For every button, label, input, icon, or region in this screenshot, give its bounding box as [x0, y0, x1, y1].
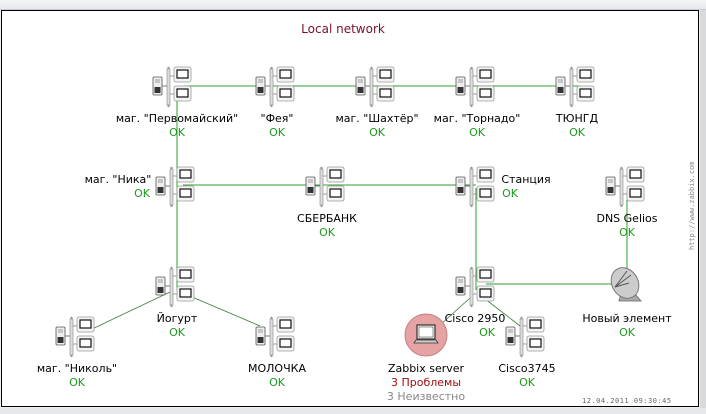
switch-icon[interactable] [55, 314, 95, 360]
node-status: OK [134, 187, 150, 200]
node-status: OK [619, 226, 635, 239]
switch-icon[interactable] [355, 64, 395, 110]
node-label: "Фея" [260, 112, 294, 125]
switch-icon[interactable] [152, 64, 192, 110]
map-timestamp: 12.04.2011 09:30:45 [582, 397, 672, 405]
node-label: Станция [501, 173, 551, 186]
switch-icon[interactable] [455, 64, 495, 110]
node-label: Йогурт [156, 312, 198, 325]
window-bottom-bar [0, 408, 706, 414]
node-label: Новый элемент [582, 312, 672, 325]
node-label: DNS Gelios [596, 212, 658, 225]
scrollbar[interactable] [700, 10, 706, 408]
switch-icon[interactable] [455, 164, 495, 210]
node-label: маг. "Николь" [36, 362, 118, 375]
node-status: OK [469, 126, 485, 139]
window-top-bar [0, 0, 706, 10]
node-status: OK [319, 226, 335, 239]
switch-icon[interactable] [505, 314, 545, 360]
switch-icon[interactable] [255, 64, 295, 110]
node-status: OK [569, 126, 585, 139]
node-status: OK [269, 126, 285, 139]
node-status: OK [69, 376, 85, 389]
node-status: OK [169, 326, 185, 339]
switch-icon[interactable] [455, 264, 495, 310]
node-status: OK [169, 126, 185, 139]
node-label: ТЮНГД [555, 112, 599, 125]
node-status: OK [519, 376, 535, 389]
node-label: Zabbix server [387, 362, 465, 375]
node-status: OK [502, 187, 518, 200]
node-status: OK [619, 326, 635, 339]
switch-icon[interactable] [605, 164, 645, 210]
node-status: OK [479, 326, 495, 339]
node-status: 3 Проблемы [390, 376, 462, 389]
node-label: маг. "Торнадо" [433, 112, 521, 125]
node-status: OK [269, 376, 285, 389]
switch-icon[interactable] [305, 164, 345, 210]
node-status: OK [369, 126, 385, 139]
switch-icon[interactable] [255, 314, 295, 360]
node-label: Cisco3745 [498, 362, 556, 375]
switch-icon[interactable] [155, 264, 195, 310]
satellite-dish-icon[interactable] [607, 263, 647, 309]
node-label: маг. "Первомайский" [115, 112, 239, 125]
server-problem-icon[interactable] [404, 313, 448, 359]
node-status-unknown: 3 Неизвестно [386, 390, 466, 403]
node-label: маг. "Шахтёр" [335, 112, 419, 125]
switch-icon[interactable] [555, 64, 595, 110]
node-label: МОЛОЧКА [248, 362, 306, 375]
zabbix-watermark: http://www.zabbix.com [688, 161, 696, 250]
map-title: Local network [301, 22, 385, 36]
node-label: СБЕРБАНК [297, 212, 357, 225]
node-label: маг. "Ника" [84, 173, 152, 186]
node-label: Cisco 2950 [444, 312, 506, 325]
switch-icon[interactable] [155, 164, 195, 210]
